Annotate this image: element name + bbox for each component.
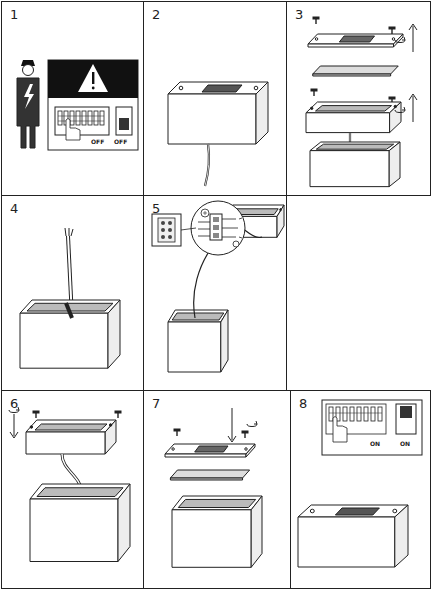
breaker-panel-off — [55, 107, 132, 140]
warning-sign — [48, 60, 138, 150]
step-panel: 4 — [1, 195, 144, 391]
cover-mounting — [165, 408, 262, 567]
switch-state: ON — [370, 440, 380, 447]
step-number: 1 — [10, 7, 18, 22]
step-panel: 7 — [143, 390, 291, 589]
switch-state: ON — [400, 440, 410, 447]
step-panel: 3 — [286, 1, 431, 196]
step-number: 8 — [299, 396, 307, 411]
step-number: 5 — [152, 201, 160, 216]
step-panel: 6 — [1, 390, 144, 589]
frame-mounting — [9, 407, 130, 562]
wiring-step — [152, 201, 284, 372]
step-number: 3 — [295, 7, 303, 22]
step-number: 4 — [10, 201, 18, 216]
step-panel: 2 — [143, 1, 287, 196]
step-number: 2 — [152, 7, 160, 22]
breaker-panel-on — [322, 400, 422, 455]
step-panel: 1 — [1, 1, 144, 196]
exploded-lamp — [306, 17, 417, 187]
step-panel: 8 — [290, 390, 431, 589]
step-number: 6 — [10, 396, 18, 411]
mounting-box — [20, 228, 120, 368]
step-panel: 5 — [143, 195, 287, 391]
switch-state: OFF — [114, 138, 127, 145]
lamp-unit — [168, 82, 268, 186]
electrician-figure — [17, 60, 39, 148]
lamp-installed — [298, 505, 408, 567]
switch-state: OFF — [91, 138, 104, 145]
step-number: 7 — [152, 396, 160, 411]
